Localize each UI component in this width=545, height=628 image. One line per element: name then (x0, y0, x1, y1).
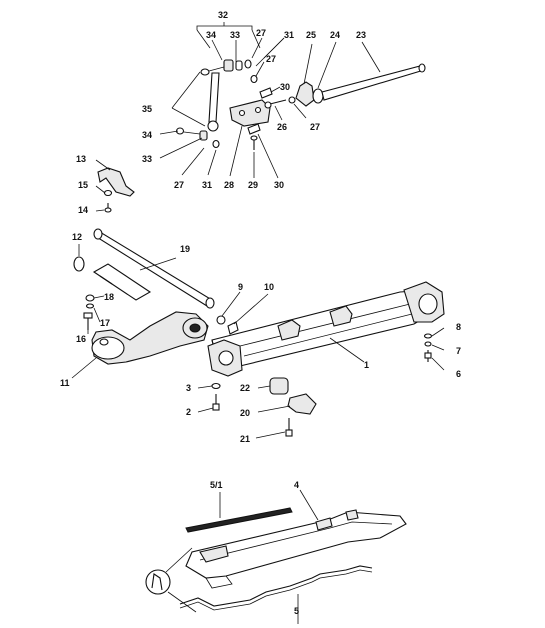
label-26: 26 (277, 122, 287, 132)
label-27-right: 27 (310, 122, 320, 132)
label-8: 8 (456, 322, 461, 332)
label-21: 21 (240, 434, 250, 444)
label-4: 4 (294, 480, 299, 490)
label-13: 13 (76, 154, 86, 164)
label-24: 24 (330, 30, 340, 40)
label-25: 25 (306, 30, 316, 40)
label-30-bottom: 30 (274, 180, 284, 190)
label-27-top: 27 (256, 28, 266, 38)
label-17: 17 (100, 318, 110, 328)
label-27-mid: 27 (266, 54, 276, 64)
label-30-mid: 30 (280, 82, 290, 92)
seal-strip (185, 507, 293, 533)
label-27-bottom: 27 (174, 180, 184, 190)
guard-plate-assembly (145, 489, 407, 624)
guard-edge (179, 565, 373, 607)
label-18: 18 (104, 292, 114, 302)
guard-plate (185, 511, 407, 579)
label-14: 14 (78, 205, 88, 215)
label-33-top: 33 (230, 30, 240, 40)
label-10: 10 (264, 282, 274, 292)
cross-beam (211, 289, 435, 367)
stabilizer-link-assembly (159, 22, 426, 179)
rubber-block (269, 377, 289, 395)
label-2: 2 (186, 407, 191, 417)
upper-nut (244, 59, 252, 69)
label-5-1: 5/1 (210, 480, 223, 490)
label-22: 22 (240, 383, 250, 393)
label-20: 20 (240, 408, 250, 418)
label-34-top: 34 (206, 30, 216, 40)
clamp-assembly (95, 159, 135, 213)
upper-washer (235, 60, 243, 71)
label-6: 6 (456, 369, 461, 379)
label-34-bottom: 34 (142, 130, 152, 140)
label-19: 19 (180, 244, 190, 254)
torsion-bar (321, 65, 426, 101)
label-29: 29 (248, 180, 258, 190)
label-23: 23 (356, 30, 366, 40)
axle-beam-assembly (71, 228, 445, 439)
label-32: 32 (218, 10, 228, 20)
clamp (97, 167, 135, 197)
label-3: 3 (186, 383, 191, 393)
label-5: 5 (294, 606, 299, 616)
label-33-bottom: 33 (142, 154, 152, 164)
label-31-bottom: 31 (202, 180, 212, 190)
part-number-labels: 32 34 33 27 31 25 24 23 27 30 35 26 27 3… (60, 10, 461, 616)
label-9: 9 (238, 282, 243, 292)
label-15: 15 (78, 180, 88, 190)
clip (287, 393, 317, 415)
upper-bushing (223, 59, 234, 72)
stabilizer-link-rod (208, 72, 220, 123)
label-11: 11 (60, 378, 70, 388)
label-35: 35 (142, 104, 152, 114)
label-16: 16 (76, 334, 86, 344)
torsion-bar-arm (295, 81, 315, 107)
mount-bracket (229, 99, 271, 127)
torsion-bar-collar (312, 88, 324, 104)
label-28: 28 (224, 180, 234, 190)
label-12: 12 (72, 232, 82, 242)
label-31-top: 31 (284, 30, 294, 40)
ring (73, 256, 85, 272)
label-7: 7 (456, 346, 461, 356)
label-1: 1 (364, 360, 369, 370)
